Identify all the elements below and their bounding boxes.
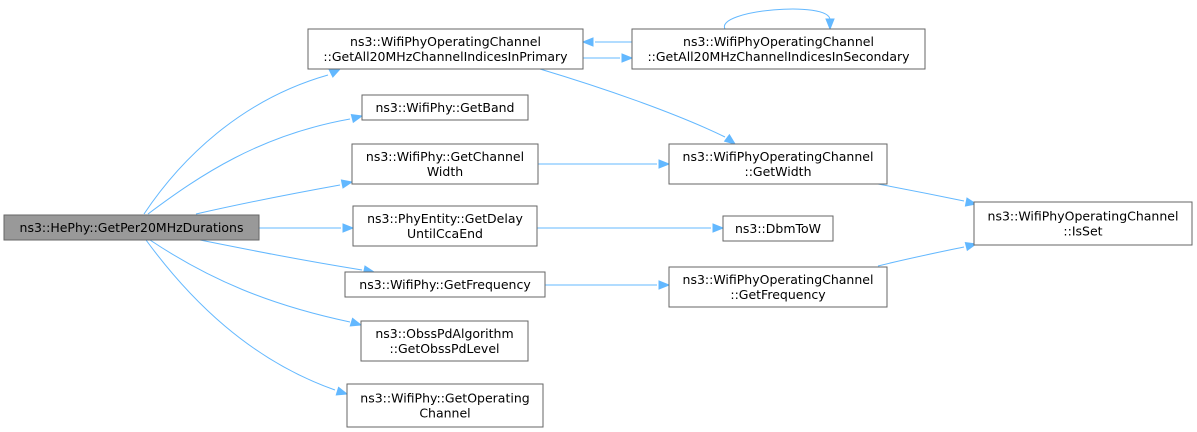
node-label-line: ns3::WifiPhyOperatingChannel: [683, 149, 874, 164]
node-label-line: ::GetFrequency: [730, 287, 826, 302]
arrowhead: [621, 53, 634, 63]
edge-root-to-get_delay_cca: [259, 223, 355, 233]
node-get-band[interactable]: ns3::WifiPhy::GetBand: [361, 94, 529, 121]
node-label-line: ns3::WifiPhyOperatingChannel: [683, 272, 874, 287]
arrowhead: [342, 223, 355, 233]
edge-op_get_width-to-is_set: [877, 183, 978, 207]
node-box[interactable]: [631, 28, 926, 70]
edge-root-to-get_all_primary: [143, 68, 342, 215]
node-obss-pd-level[interactable]: ns3::ObssPdAlgorithm::GetObssPdLevel: [360, 320, 529, 362]
edge-get_delay_cca-to-dbm_to_w: [537, 223, 725, 233]
node-label-line: ::IsSet: [1063, 224, 1102, 239]
node-get-frequency[interactable]: ns3::WifiPhy::GetFrequency: [344, 271, 546, 298]
edge-line: [147, 118, 351, 215]
node-label-line: ::GetAll20MHzChannelIndicesInPrimary: [323, 49, 568, 64]
edge-root-to-get_operating_channel: [145, 239, 349, 396]
edge-get_all_primary-to-get_all_secondary: [583, 53, 634, 63]
edge-get_frequency-to-op_get_frequency: [545, 280, 671, 290]
edge-line: [143, 74, 329, 215]
node-box[interactable]: [352, 205, 538, 247]
node-box[interactable]: [668, 266, 888, 308]
node-box[interactable]: [344, 271, 546, 298]
node-label-line: ns3::WifiPhyOperatingChannel: [988, 209, 1179, 224]
node-root[interactable]: ns3::HePhy::GetPer20MHzDurations: [3, 214, 260, 241]
node-get-all-secondary[interactable]: ns3::WifiPhyOperatingChannel::GetAll20MH…: [631, 28, 926, 70]
arrowhead: [825, 18, 835, 31]
node-box[interactable]: [3, 214, 260, 241]
edge-get_all_primary-to-op_get_width: [539, 68, 737, 145]
arrowhead: [712, 223, 725, 233]
edge-line: [145, 239, 336, 391]
node-label-line: Channel: [419, 406, 470, 421]
arrowhead: [350, 113, 364, 124]
node-op-get-frequency[interactable]: ns3::WifiPhyOperatingChannel::GetFrequen…: [668, 266, 888, 308]
node-box[interactable]: [346, 383, 544, 428]
edge-op_get_frequency-to-is_set: [877, 241, 978, 267]
node-label-line: ::GetWidth: [744, 164, 811, 179]
edge-root-to-obss_pd_level: [149, 239, 363, 327]
node-is-set[interactable]: ns3::WifiPhyOperatingChannel::IsSet: [973, 201, 1193, 246]
edge-get_channel_width-to-op_get_width: [538, 159, 671, 169]
node-label-line: ns3::WifiPhyOperatingChannel: [350, 34, 541, 49]
node-dbm-to-w[interactable]: ns3::DbmToW: [722, 215, 834, 242]
arrowhead: [723, 133, 737, 145]
node-op-get-width[interactable]: ns3::WifiPhyOperatingChannel::GetWidth: [668, 143, 888, 185]
node-box[interactable]: [361, 94, 529, 121]
node-label-line: ::GetAll20MHzChannelIndicesInSecondary: [647, 49, 910, 64]
edge-root-to-get_frequency: [199, 239, 376, 275]
edge-line: [877, 183, 965, 202]
arrowhead: [658, 159, 671, 169]
edge-line: [149, 239, 351, 323]
node-label-line: ns3::ObssPdAlgorithm: [375, 326, 513, 341]
node-box[interactable]: [360, 320, 529, 362]
edge-root-to-get_channel_width: [195, 179, 354, 215]
node-box[interactable]: [722, 215, 834, 242]
edge-get_all_secondary-to-get_all_primary: [581, 37, 632, 47]
arrowhead: [340, 179, 354, 189]
node-box[interactable]: [668, 143, 888, 185]
arrowhead: [349, 317, 363, 327]
edge-root-to-get_band: [147, 113, 364, 215]
node-box[interactable]: [973, 201, 1193, 246]
edge-line: [877, 246, 965, 267]
edges-layer: [143, 8, 978, 396]
node-label-line: UntilCcaEnd: [407, 226, 483, 241]
edge-get_all_secondary-to-get_all_secondary: [724, 8, 835, 31]
arrowhead: [964, 241, 978, 252]
node-label-line: ns3::WifiPhy::GetBand: [376, 100, 515, 115]
node-label-line: Width: [427, 164, 463, 179]
node-label-line: ns3::DbmToW: [735, 221, 821, 236]
node-label-line: ::GetObssPdLevel: [390, 341, 500, 356]
node-label-line: ns3::PhyEntity::GetDelay: [367, 211, 523, 226]
node-label-line: ns3::WifiPhy::GetChannel: [366, 149, 524, 164]
node-get-all-primary[interactable]: ns3::WifiPhyOperatingChannel::GetAll20MH…: [307, 28, 584, 70]
edge-line: [539, 68, 726, 138]
edge-line: [199, 239, 363, 271]
node-box[interactable]: [307, 28, 584, 70]
node-label-line: ns3::WifiPhy::GetOperating: [360, 391, 529, 406]
edge-line: [724, 8, 831, 30]
node-label-line: ns3::HePhy::GetPer20MHzDurations: [20, 220, 244, 235]
arrowhead: [581, 37, 594, 47]
arrowhead: [335, 386, 349, 396]
arrowhead: [658, 280, 671, 290]
arrowhead: [328, 68, 342, 78]
nodes-layer: ns3::HePhy::GetPer20MHzDurationsns3::Wif…: [3, 28, 1193, 428]
node-label-line: ns3::WifiPhy::GetFrequency: [359, 277, 531, 292]
node-label-line: ns3::WifiPhyOperatingChannel: [683, 34, 874, 49]
edge-line: [195, 184, 341, 215]
node-box[interactable]: [351, 143, 539, 185]
arrowhead: [964, 197, 978, 207]
